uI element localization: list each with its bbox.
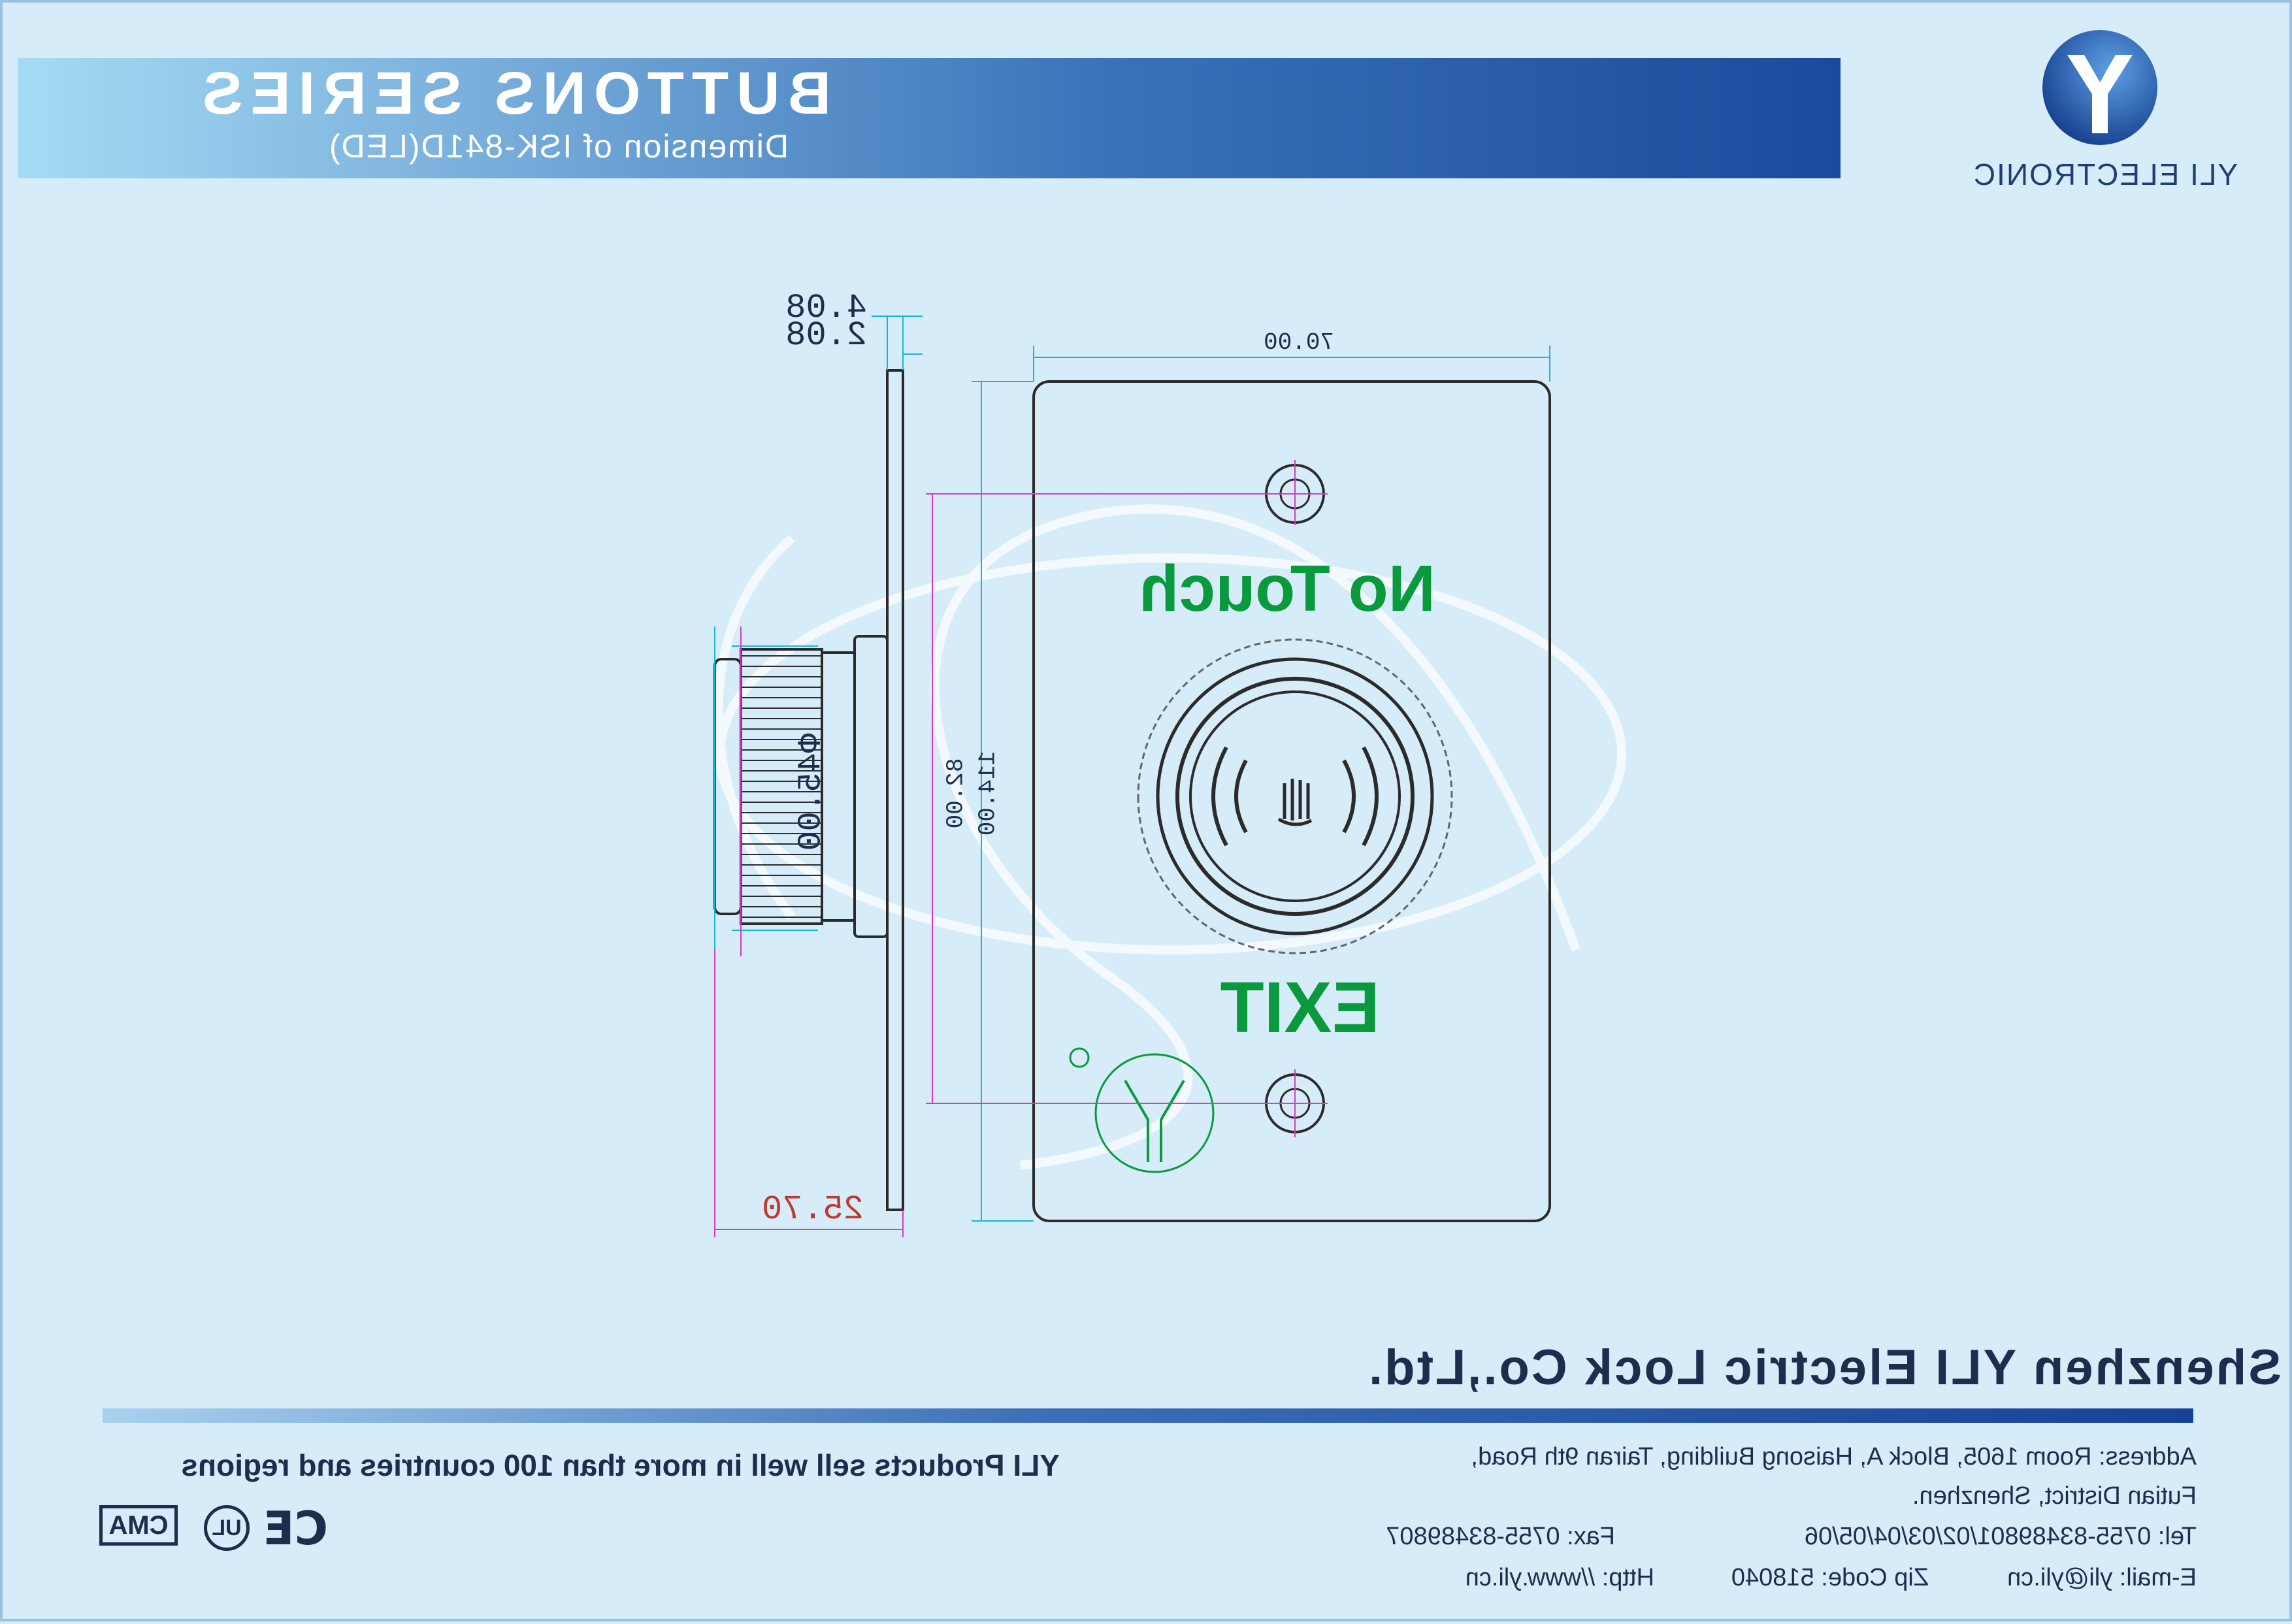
watermark-swirl — [713, 504, 1626, 1170]
address-line1: Address: Room 1605, Block A, Haisong Bui… — [1471, 1443, 2197, 1470]
dimension-drawing — [713, 316, 1626, 1237]
hole-spacing-dim: 82.00 — [942, 758, 970, 829]
body-depth-dim: 25.70 — [761, 1190, 864, 1229]
no-touch-label: No Touch — [1139, 552, 1435, 625]
fax: Fax: 0755-83489807 — [1386, 1523, 1615, 1550]
panel-height-dim: 114.00 — [974, 751, 1002, 836]
address-line2: Futian District, Shenzhen. — [1912, 1482, 2197, 1510]
ce-mark: CE — [263, 1502, 328, 1555]
thread-lines — [741, 655, 822, 918]
plate-thickness-b-dim: 2.08 — [785, 316, 867, 355]
slogan: YLI Products sell well in more than 100 … — [181, 1448, 1060, 1482]
dimension-lines — [714, 316, 1550, 1237]
ul-mark: UL — [204, 1505, 250, 1551]
exit-label: EXIT — [1220, 967, 1381, 1048]
yli-y-logo-icon — [2042, 30, 2157, 145]
company-name: Shenzhen YLI Electric Lock Co.,Ltd. — [1366, 1340, 2282, 1395]
zip-code: Zip Code: 518040 — [1731, 1564, 1929, 1591]
website: Http: //www.yli.cn — [1465, 1564, 1654, 1591]
cma-mark: CMA — [99, 1505, 178, 1546]
brand-logo — [2041, 29, 2159, 146]
footer-rule — [103, 1408, 2193, 1423]
panel-width-dim: 70.00 — [1263, 329, 1334, 356]
tel: Tel: 0755-83489801/02/03/04/05/06 — [1804, 1523, 2197, 1550]
email: E-mail: yli@yli.cn — [2007, 1564, 2197, 1591]
mirrored-artwork: BUTTONS SERIES Dimension of ISK-841D(LED… — [3, 3, 2292, 1624]
thread-diameter-dim: Φ45.00 — [793, 733, 830, 851]
